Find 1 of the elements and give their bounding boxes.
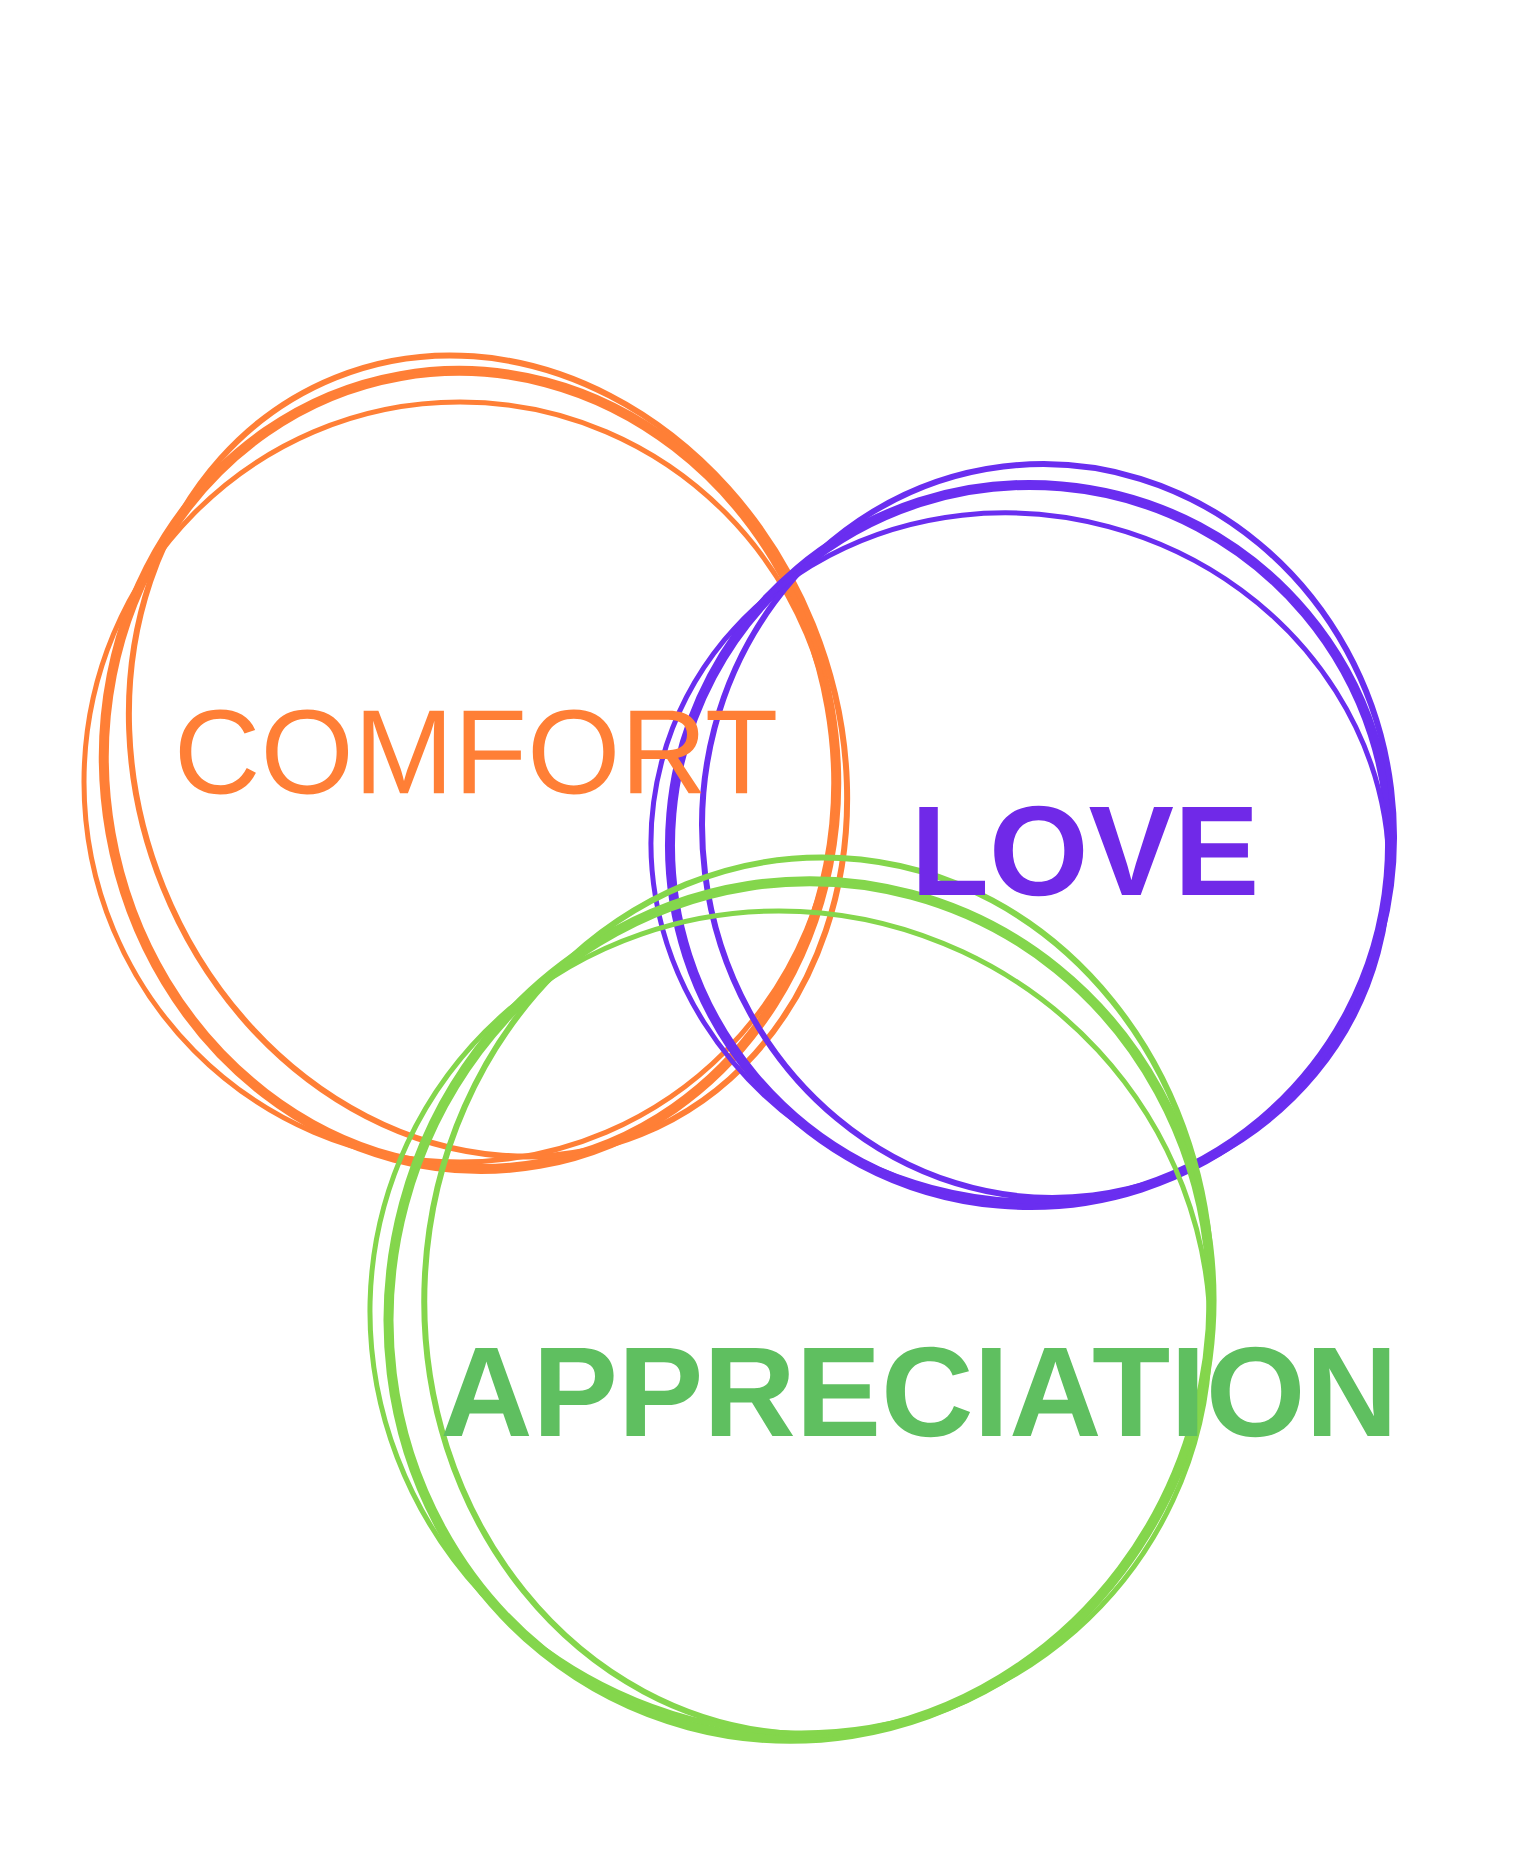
- venn-label: LOVE: [919, 805, 1255, 897]
